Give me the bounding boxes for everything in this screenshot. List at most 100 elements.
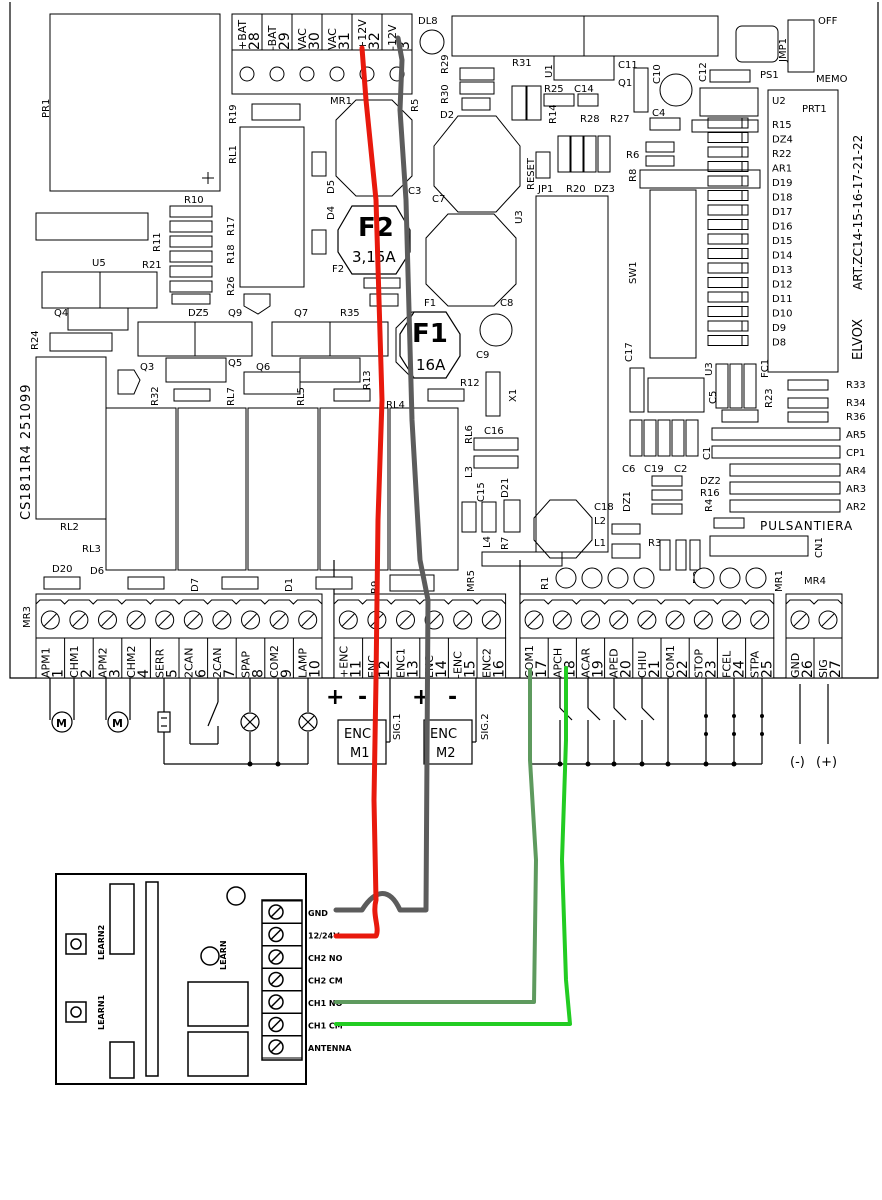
mr1top-label: MR1	[330, 96, 352, 107]
top-terminal-name: +12V	[356, 19, 369, 50]
r32-label: R32	[150, 386, 161, 406]
c18-label: C18	[594, 502, 614, 513]
l4-label: L4	[482, 536, 493, 548]
lamp-icon	[298, 712, 318, 732]
right-column-label: D8	[772, 338, 786, 349]
terminal-num: 22	[675, 660, 691, 678]
c12-label: C12	[698, 62, 709, 82]
terminal-num: 11	[348, 660, 364, 678]
terminal-name: APCH	[551, 648, 564, 678]
fuse-f1-rating: 16A	[416, 356, 446, 374]
terminal-name: FCEL	[721, 650, 734, 678]
r26-label: R26	[226, 276, 237, 296]
svg-text:M: M	[56, 717, 67, 730]
receiver-terminal-label: 12/24V	[308, 932, 340, 941]
wire-12v	[333, 45, 385, 939]
top-terminal-name: -BAT	[266, 25, 279, 50]
lock-icon	[157, 711, 171, 733]
top-terminal-block	[231, 13, 413, 95]
c7-label: C7	[432, 194, 445, 205]
rl5-label: RL5	[296, 387, 307, 406]
enc-minus-2: -	[448, 685, 457, 710]
r14-label: R14	[548, 104, 559, 124]
right-column-label: D17	[772, 207, 792, 218]
top-terminal-name: VAC	[296, 28, 309, 50]
encoder-m1-line2: M1	[350, 746, 370, 761]
right-column-label: D13	[772, 265, 792, 276]
top-terminal-name: +BAT	[236, 20, 249, 50]
top-terminal-num: 29	[277, 32, 293, 50]
q3-label: Q3	[140, 362, 154, 373]
terminal-name: GND	[789, 653, 802, 678]
right-column-label: D10	[772, 309, 792, 320]
terminal-num: 16	[491, 660, 507, 678]
wire-ch1-no	[334, 668, 538, 1004]
wire-ch1-cm	[334, 666, 572, 1026]
terminal-name: STPA	[749, 650, 762, 678]
d5-label: D5	[326, 180, 337, 194]
terminal-name: 2CAN	[182, 648, 195, 678]
right-lower-label: AR3	[846, 484, 866, 495]
right-column-label: DZ4	[772, 135, 793, 146]
receiver-terminal-label: GND	[308, 909, 328, 918]
r25-label: R25	[544, 84, 564, 95]
terminal-num: 27	[828, 660, 844, 678]
terminal-num: 20	[619, 660, 635, 678]
fc1-label: FC1	[760, 359, 771, 378]
r19-label: R19	[228, 104, 239, 124]
jmp1-label: JMP1	[778, 38, 789, 63]
ps1-label: PS1	[760, 70, 779, 81]
r30-label: R30	[440, 84, 451, 104]
terminal-num: 15	[463, 660, 479, 678]
learn-label: LEARN	[219, 940, 228, 970]
receiver-terminal-label: CH2 CM	[308, 977, 343, 986]
right-column-label: D18	[772, 193, 792, 204]
terminal-num: 5	[165, 669, 181, 678]
receiver-terminal-label: CH1 NO	[308, 999, 343, 1008]
right-lower-label: AR5	[846, 430, 866, 441]
brand-label: ELVOX	[851, 319, 866, 360]
c17-label: C17	[624, 342, 635, 362]
top-terminal-num: 28	[247, 32, 263, 50]
terminal-name: 2CAN	[211, 648, 224, 678]
wire-gnd	[333, 35, 431, 913]
dz2-label: DZ2	[700, 476, 721, 487]
terminal-name: APM1	[39, 647, 52, 678]
c19-label: C19	[644, 464, 664, 475]
terminal-num: 12	[377, 660, 393, 678]
right-column-label: R22	[772, 149, 792, 160]
right-column-label: D19	[772, 178, 792, 189]
right-column-label: D11	[772, 294, 792, 305]
terminal-name: ENC2	[480, 648, 493, 678]
dz3-label: DZ3	[594, 184, 615, 195]
right-lower-label: AR2	[846, 502, 866, 513]
top-terminal-num: 31	[337, 32, 353, 50]
terminal-num: 4	[136, 669, 152, 678]
pr1-component	[49, 13, 221, 192]
terminal-name: CHM1	[68, 646, 81, 678]
fuse-f1: F1 16A F1	[399, 298, 461, 379]
c11-label: C11	[618, 60, 638, 71]
r23-label: R23	[764, 388, 775, 408]
l3-label: L3	[464, 466, 475, 478]
fuse-f2-label: F2	[332, 264, 344, 275]
terminal-name: SIG	[817, 659, 830, 678]
board-id: CS1811R4 251099	[19, 384, 34, 520]
terminal-num: 7	[222, 669, 238, 678]
wires	[333, 35, 572, 1026]
c5-label: C5	[708, 391, 719, 404]
q5-label: Q5	[228, 358, 242, 369]
terminal-num: 3	[108, 669, 124, 678]
right-lower-label: R34	[846, 398, 866, 409]
c2-label: C2	[674, 464, 687, 475]
right-column-label: D14	[772, 251, 792, 262]
terminal-name: ENC1	[395, 648, 408, 678]
right-column-label: D9	[772, 323, 786, 334]
q7-label: Q7	[294, 308, 308, 319]
mr4-pos-label: (+)	[816, 755, 837, 770]
c4-label: C4	[652, 108, 665, 119]
